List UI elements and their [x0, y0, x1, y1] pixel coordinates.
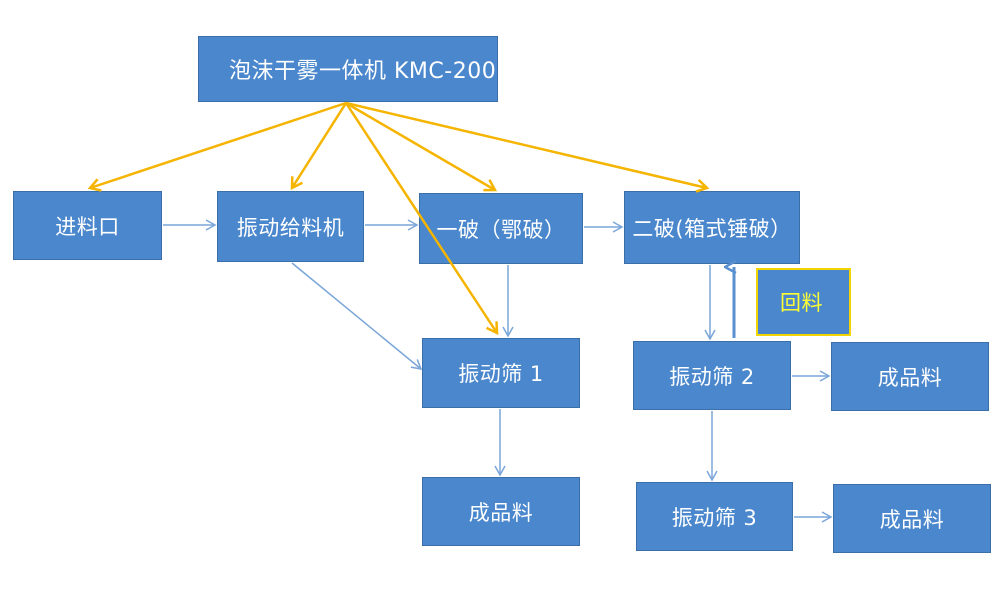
- node-screen-3: 振动筛 3: [636, 482, 793, 551]
- flow-arrows: [163, 219, 833, 523]
- spray-arrow-to-secondary: [345, 101, 707, 188]
- node-machine: 泡沫干雾一体机 KMC-200: [198, 36, 498, 102]
- node-screen-2: 振动筛 2: [633, 341, 791, 410]
- node-feeder: 振动给料机: [217, 191, 364, 262]
- arrow-feeder-to-screen-1: [291, 262, 423, 370]
- node-primary-crusher: 一破（鄂破）: [419, 193, 583, 264]
- node-screen-1: 振动筛 1: [422, 338, 580, 408]
- node-product-2: 成品料: [422, 477, 580, 546]
- node-inlet: 进料口: [13, 191, 162, 260]
- spray-arrow-to-screen-1: [344, 102, 497, 333]
- spray-arrow-to-primary: [345, 101, 495, 190]
- node-product-1: 成品料: [831, 342, 989, 411]
- spray-arrow-to-inlet: [90, 101, 347, 188]
- spray-arrow-to-feeder: [292, 102, 348, 188]
- node-product-3: 成品料: [833, 484, 991, 553]
- node-secondary-crusher: 二破(箱式锤破）: [624, 191, 800, 264]
- spray-arrows: [90, 101, 707, 333]
- node-recycle: 回料: [756, 268, 851, 336]
